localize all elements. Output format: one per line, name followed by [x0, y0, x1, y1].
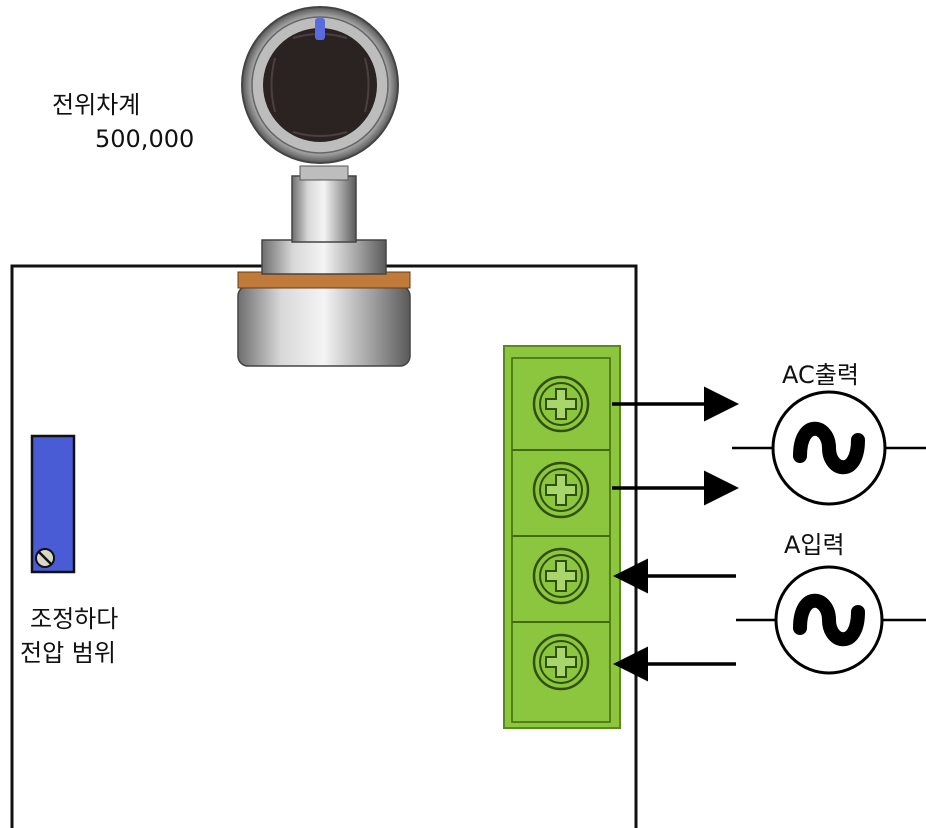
potentiometer-value-label: 500,000	[95, 125, 195, 153]
ac-input-source-symbol	[736, 565, 926, 675]
trimmer-label-line2: 전압 범위	[20, 639, 116, 667]
ac-output-source-symbol	[732, 390, 926, 506]
potentiometer	[237, 6, 411, 367]
potentiometer-name-label: 전위차계	[52, 91, 141, 119]
terminal-screw-4	[532, 633, 590, 691]
potentiometer-nut	[261, 239, 387, 275]
knob-face	[263, 28, 377, 142]
terminal-screw-1	[532, 375, 590, 433]
input-arrows	[613, 558, 736, 682]
ac-input-label: A입력	[784, 531, 845, 559]
sine-wave-icon	[793, 593, 865, 647]
trimmer-label-line1: 조정하다	[30, 605, 119, 633]
voltage-trimmer	[30, 434, 76, 574]
terminal-screw-2	[532, 461, 590, 519]
output-arrows	[612, 386, 739, 506]
terminal-screw-3	[532, 547, 590, 605]
knob-indicator	[315, 18, 325, 40]
potentiometer-shaft	[291, 175, 357, 243]
potentiometer-body	[237, 285, 411, 367]
sine-wave-icon	[793, 421, 865, 475]
ac-output-label: AC출력	[782, 361, 859, 389]
trimmer-body	[30, 434, 76, 574]
